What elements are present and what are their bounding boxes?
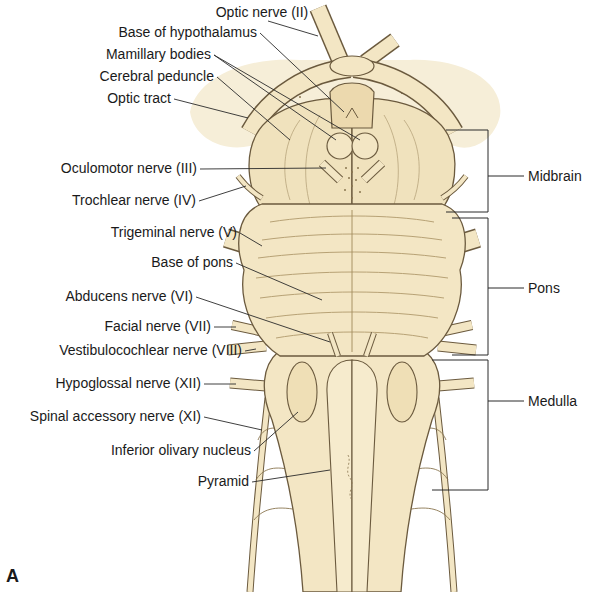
leader-lines	[174, 21, 360, 482]
structure-label: Optic nerve (II)	[216, 4, 309, 20]
structure-label: Oculomotor nerve (III)	[61, 160, 197, 176]
structure-label: Base of hypothalamus	[118, 24, 257, 40]
structure-label: Cerebral peduncle	[100, 68, 214, 84]
region-label: Medulla	[528, 393, 577, 409]
structure-label: Vestibulocochlear nerve (VIII)	[59, 342, 242, 358]
region-label: Pons	[528, 280, 560, 296]
structure-label: Pyramid	[198, 473, 249, 489]
structure-label: Spinal accessory nerve (XI)	[30, 408, 201, 424]
structure-label: Abducens nerve (VI)	[65, 288, 193, 304]
structure-label: Trochlear nerve (IV)	[72, 192, 196, 208]
structure-label: Optic tract	[107, 90, 171, 106]
figure-letter: A	[6, 568, 19, 584]
structure-label: Inferior olivary nucleus	[111, 442, 251, 458]
structure-label: Base of pons	[151, 254, 233, 270]
structure-label: Hypoglossal nerve (XII)	[55, 375, 201, 391]
structure-label: Mamillary bodies	[106, 46, 211, 62]
region-brackets	[432, 130, 524, 490]
structure-label: Trigeminal nerve (V)	[111, 224, 237, 240]
region-label: Midbrain	[528, 168, 582, 184]
structure-label: Facial nerve (VII)	[104, 318, 211, 334]
